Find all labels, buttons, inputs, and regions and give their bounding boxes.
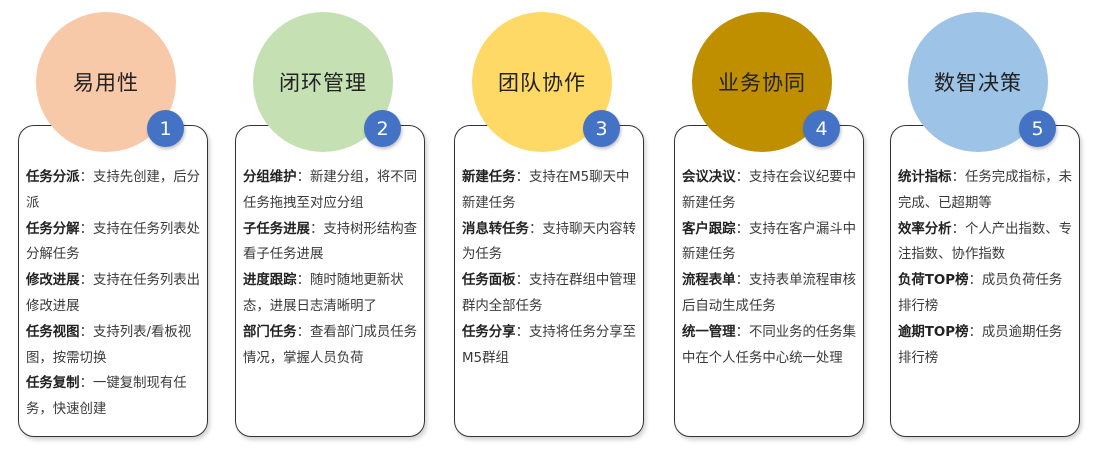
list-item: 子任务进展：支持树形结构查看子任务进展: [243, 217, 419, 269]
item-label: 任务分解: [26, 221, 80, 237]
item-label: 消息转任务: [462, 221, 529, 237]
list-item: 统计指标：任务完成指标，未完成、已超期等: [898, 165, 1074, 217]
list-item: 进度跟踪：随时随地更新状态，进展日志清晰明了: [243, 268, 419, 320]
number-badge: 4: [803, 110, 840, 147]
list-item: 逾期TOP榜：成员逾期任务排行榜: [898, 320, 1074, 372]
number-badge: 1: [147, 110, 184, 147]
item-label: 新建任务: [462, 170, 516, 185]
item-desc: ：新建分组，将不同任务拖拽至对应分组: [243, 170, 418, 211]
list-item: 任务面板：支持在群组中管理群内全部任务: [462, 268, 638, 320]
feature-column-usability: 易用性 1 任务分派：支持先创建，后分派 任务分解：支持在任务列表处分解任务 修…: [18, 0, 218, 461]
item-label: 流程表单: [682, 273, 736, 289]
list-item: 部门任务：查看部门成员任务情况，掌握人员负荷: [243, 320, 419, 372]
column-title: 业务协同: [718, 71, 806, 95]
item-label: 客户跟踪: [682, 221, 736, 237]
item-desc: ：随时随地更新状态，进展日志清晰明了: [243, 273, 404, 314]
item-desc: ：支持在群组中管理群内全部任务: [462, 273, 637, 314]
list-item: 统一管理：不同业务的任务集中在个人任务中心统一处理: [682, 320, 858, 372]
list-item: 任务视图：支持列表/看板视图，按需切换: [26, 320, 202, 372]
feature-column-closed-loop: 闭环管理 2 分组维护：新建分组，将不同任务拖拽至对应分组 子任务进展：支持树形…: [235, 0, 435, 461]
item-label: 效率分析: [898, 221, 952, 237]
list-item: 客户跟踪：支持在客户漏斗中新建任务: [682, 217, 858, 269]
item-label: 子任务进展: [243, 221, 310, 237]
title-bubble: 闭环管理: [253, 12, 393, 152]
title-bubble: 易用性: [36, 12, 176, 152]
item-label: 统一管理: [682, 324, 736, 340]
column-title: 闭环管理: [279, 71, 367, 95]
item-desc: ：支持聊天内容转为任务: [462, 221, 637, 263]
item-desc: ：支持表单流程审核后自动生成任务: [682, 273, 857, 314]
number-badge: 2: [364, 110, 401, 147]
item-label: 任务面板: [462, 273, 516, 289]
list-item: 新建任务：支持在M5聊天中新建任务: [462, 165, 638, 217]
item-desc: ：成员负荷任务排行榜: [898, 273, 1063, 314]
item-label: 修改进展: [26, 273, 80, 289]
feature-list: 新建任务：支持在M5聊天中新建任务 消息转任务：支持聊天内容转为任务 任务面板：…: [462, 165, 638, 371]
feature-column-team-collaboration: 团队协作 3 新建任务：支持在M5聊天中新建任务 消息转任务：支持聊天内容转为任…: [454, 0, 654, 461]
item-desc: ：任务完成指标，未完成、已超期等: [898, 170, 1073, 211]
column-title: 团队协作: [498, 71, 586, 95]
list-item: 修改进展：支持在任务列表出修改进展: [26, 268, 202, 320]
feature-card: [235, 125, 425, 437]
feature-card: [890, 125, 1080, 437]
item-desc: ：支持在任务列表处分解任务: [26, 221, 201, 263]
feature-list: 会议决议：支持在会议纪要中新建任务 客户跟踪：支持在客户漏斗中新建任务 流程表单…: [682, 165, 858, 371]
list-item: 任务复制：一键复制现有任务，快速创建: [26, 371, 202, 423]
feature-list: 分组维护：新建分组，将不同任务拖拽至对应分组 子任务进展：支持树形结构查看子任务…: [243, 165, 419, 371]
item-label: 进度跟踪: [243, 273, 297, 289]
feature-list: 任务分派：支持先创建，后分派 任务分解：支持在任务列表处分解任务 修改进展：支持…: [26, 165, 202, 423]
item-desc: ：支持在客户漏斗中新建任务: [682, 221, 857, 263]
item-label: 任务视图: [26, 324, 80, 340]
item-label: 逾期TOP榜: [898, 324, 969, 340]
column-title: 易用性: [73, 71, 139, 95]
list-item: 任务分解：支持在任务列表处分解任务: [26, 217, 202, 269]
item-desc: ：个人产出指数、专注指数、协作指数: [898, 221, 1073, 263]
item-label: 会议决议: [682, 170, 736, 185]
list-item: 任务分享：支持将任务分享至M5群组: [462, 320, 638, 372]
feature-list: 统计指标：任务完成指标，未完成、已超期等 效率分析：个人产出指数、专注指数、协作…: [898, 165, 1074, 371]
item-desc: ：支持先创建，后分派: [26, 170, 201, 211]
list-item: 会议决议：支持在会议纪要中新建任务: [682, 165, 858, 217]
item-desc: ：支持在M5聊天中新建任务: [462, 170, 630, 211]
list-item: 任务分派：支持先创建，后分派: [26, 165, 202, 217]
list-item: 负荷TOP榜：成员负荷任务排行榜: [898, 268, 1074, 320]
list-item: 效率分析：个人产出指数、专注指数、协作指数: [898, 217, 1074, 269]
item-label: 部门任务: [243, 324, 297, 340]
feature-column-business-synergy: 业务协同 4 会议决议：支持在会议纪要中新建任务 客户跟踪：支持在客户漏斗中新建…: [674, 0, 874, 461]
feature-card: [674, 125, 864, 437]
feature-column-intelligent-decision: 数智决策 5 统计指标：任务完成指标，未完成、已超期等 效率分析：个人产出指数、…: [890, 0, 1090, 461]
item-label: 统计指标: [898, 170, 952, 185]
item-desc: ：不同业务的任务集中在个人任务中心统一处理: [682, 324, 857, 366]
item-label: 任务分派: [26, 170, 80, 185]
item-desc: ：支持树形结构查看子任务进展: [243, 221, 418, 263]
list-item: 分组维护：新建分组，将不同任务拖拽至对应分组: [243, 165, 419, 217]
list-item: 流程表单：支持表单流程审核后自动生成任务: [682, 268, 858, 320]
number-badge: 3: [583, 110, 620, 147]
item-desc: ：成员逾期任务排行榜: [898, 324, 1063, 366]
feature-card: [454, 125, 644, 437]
item-desc: ：一键复制现有任务，快速创建: [26, 376, 187, 418]
column-title: 数智决策: [934, 71, 1022, 95]
item-desc: ：查看部门成员任务情况，掌握人员负荷: [243, 324, 418, 366]
item-label: 任务复制: [26, 376, 80, 392]
item-label: 负荷TOP榜: [898, 273, 969, 289]
item-label: 分组维护: [243, 170, 297, 185]
item-desc: ：支持列表/看板视图，按需切换: [26, 324, 192, 366]
item-desc: ：支持将任务分享至M5群组: [462, 324, 637, 366]
list-item: 消息转任务：支持聊天内容转为任务: [462, 217, 638, 269]
number-badge: 5: [1019, 110, 1056, 147]
item-label: 任务分享: [462, 324, 516, 340]
item-desc: ：支持在会议纪要中新建任务: [682, 170, 857, 211]
feature-card: [18, 125, 208, 437]
item-desc: ：支持在任务列表出修改进展: [26, 273, 201, 314]
